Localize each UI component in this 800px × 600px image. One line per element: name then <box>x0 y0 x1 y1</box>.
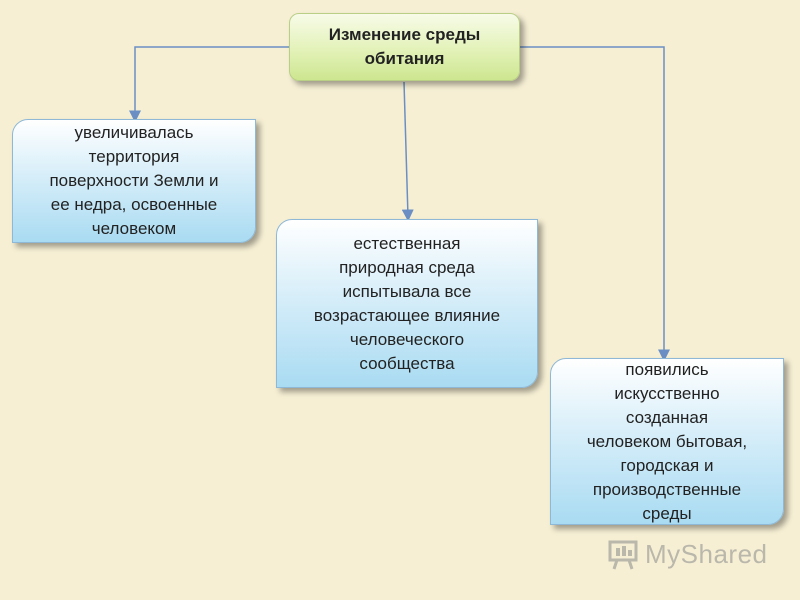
connector-right <box>520 46 670 362</box>
watermark: MyShared <box>607 536 768 572</box>
node-territory: увеличивалась территория поверхности Зем… <box>12 119 256 243</box>
node-natural-environment: естественная природная среда испытывала … <box>276 219 538 388</box>
node-natural-environment-label: естественная природная среда испытывала … <box>313 233 501 373</box>
connector-middle <box>401 81 414 222</box>
node-artificial-environment-label: появились искусственно созданная человек… <box>586 359 748 523</box>
connector-left <box>129 46 289 123</box>
root-label: Изменение среды обитания <box>328 25 481 68</box>
root-node: Изменение среды обитания <box>289 13 520 81</box>
presentation-board-icon <box>608 540 638 570</box>
node-artificial-environment: появились искусственно созданная человек… <box>550 358 784 525</box>
node-territory-label: увеличивалась территория поверхности Зем… <box>49 123 219 238</box>
watermark-text: MyShared <box>645 538 768 569</box>
